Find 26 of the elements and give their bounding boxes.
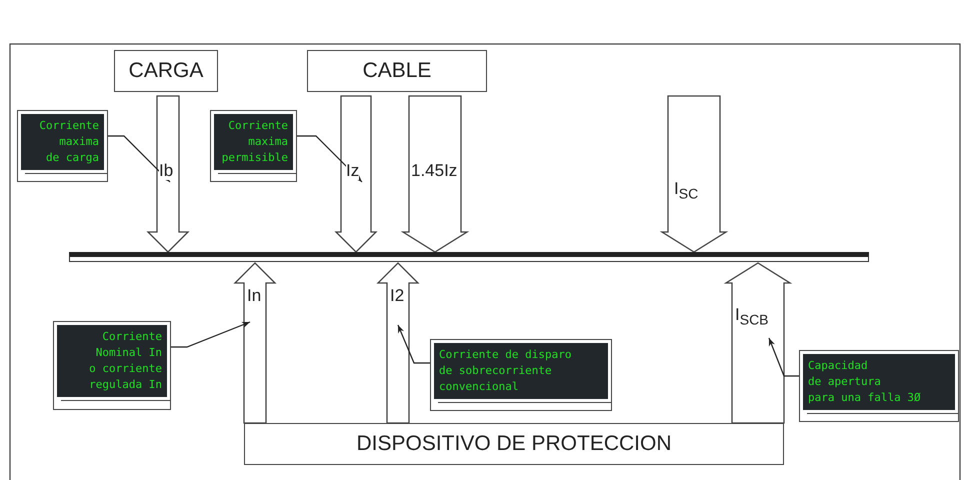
callout-text: Capacidad de apertura para una falla 3Ø [808, 358, 921, 406]
callout-box [17, 110, 108, 182]
callout-box [799, 350, 959, 422]
block-arrow [233, 262, 277, 424]
callout-box [210, 110, 297, 182]
callout-text: Corriente maxima de carga [39, 118, 99, 166]
block-arrow [146, 95, 190, 253]
callout-box [430, 339, 612, 411]
block-arrow [376, 262, 420, 424]
block-arrow [724, 262, 792, 424]
callout-text: Corriente de disparo de sobrecorriente convencional [439, 347, 572, 395]
label-box: CABLE [307, 50, 487, 92]
leader-line [768, 338, 799, 377]
device-box: DISPOSITIVO DE PROTECCION [244, 423, 784, 465]
callout-text: Corriente Nominal In o corriente regulada In [89, 329, 162, 393]
block-arrow [334, 95, 378, 253]
edge-label: Iz [346, 162, 360, 180]
block-arrow [400, 95, 470, 253]
edge-label: Ib [159, 162, 174, 180]
leader-line [397, 324, 430, 364]
callout-text: Corriente maxima permisible [222, 118, 288, 166]
block-arrow [660, 95, 728, 253]
label-box: CARGA [114, 50, 218, 92]
callout-box [53, 321, 171, 410]
busbar [69, 252, 869, 262]
leader-line [171, 321, 250, 348]
